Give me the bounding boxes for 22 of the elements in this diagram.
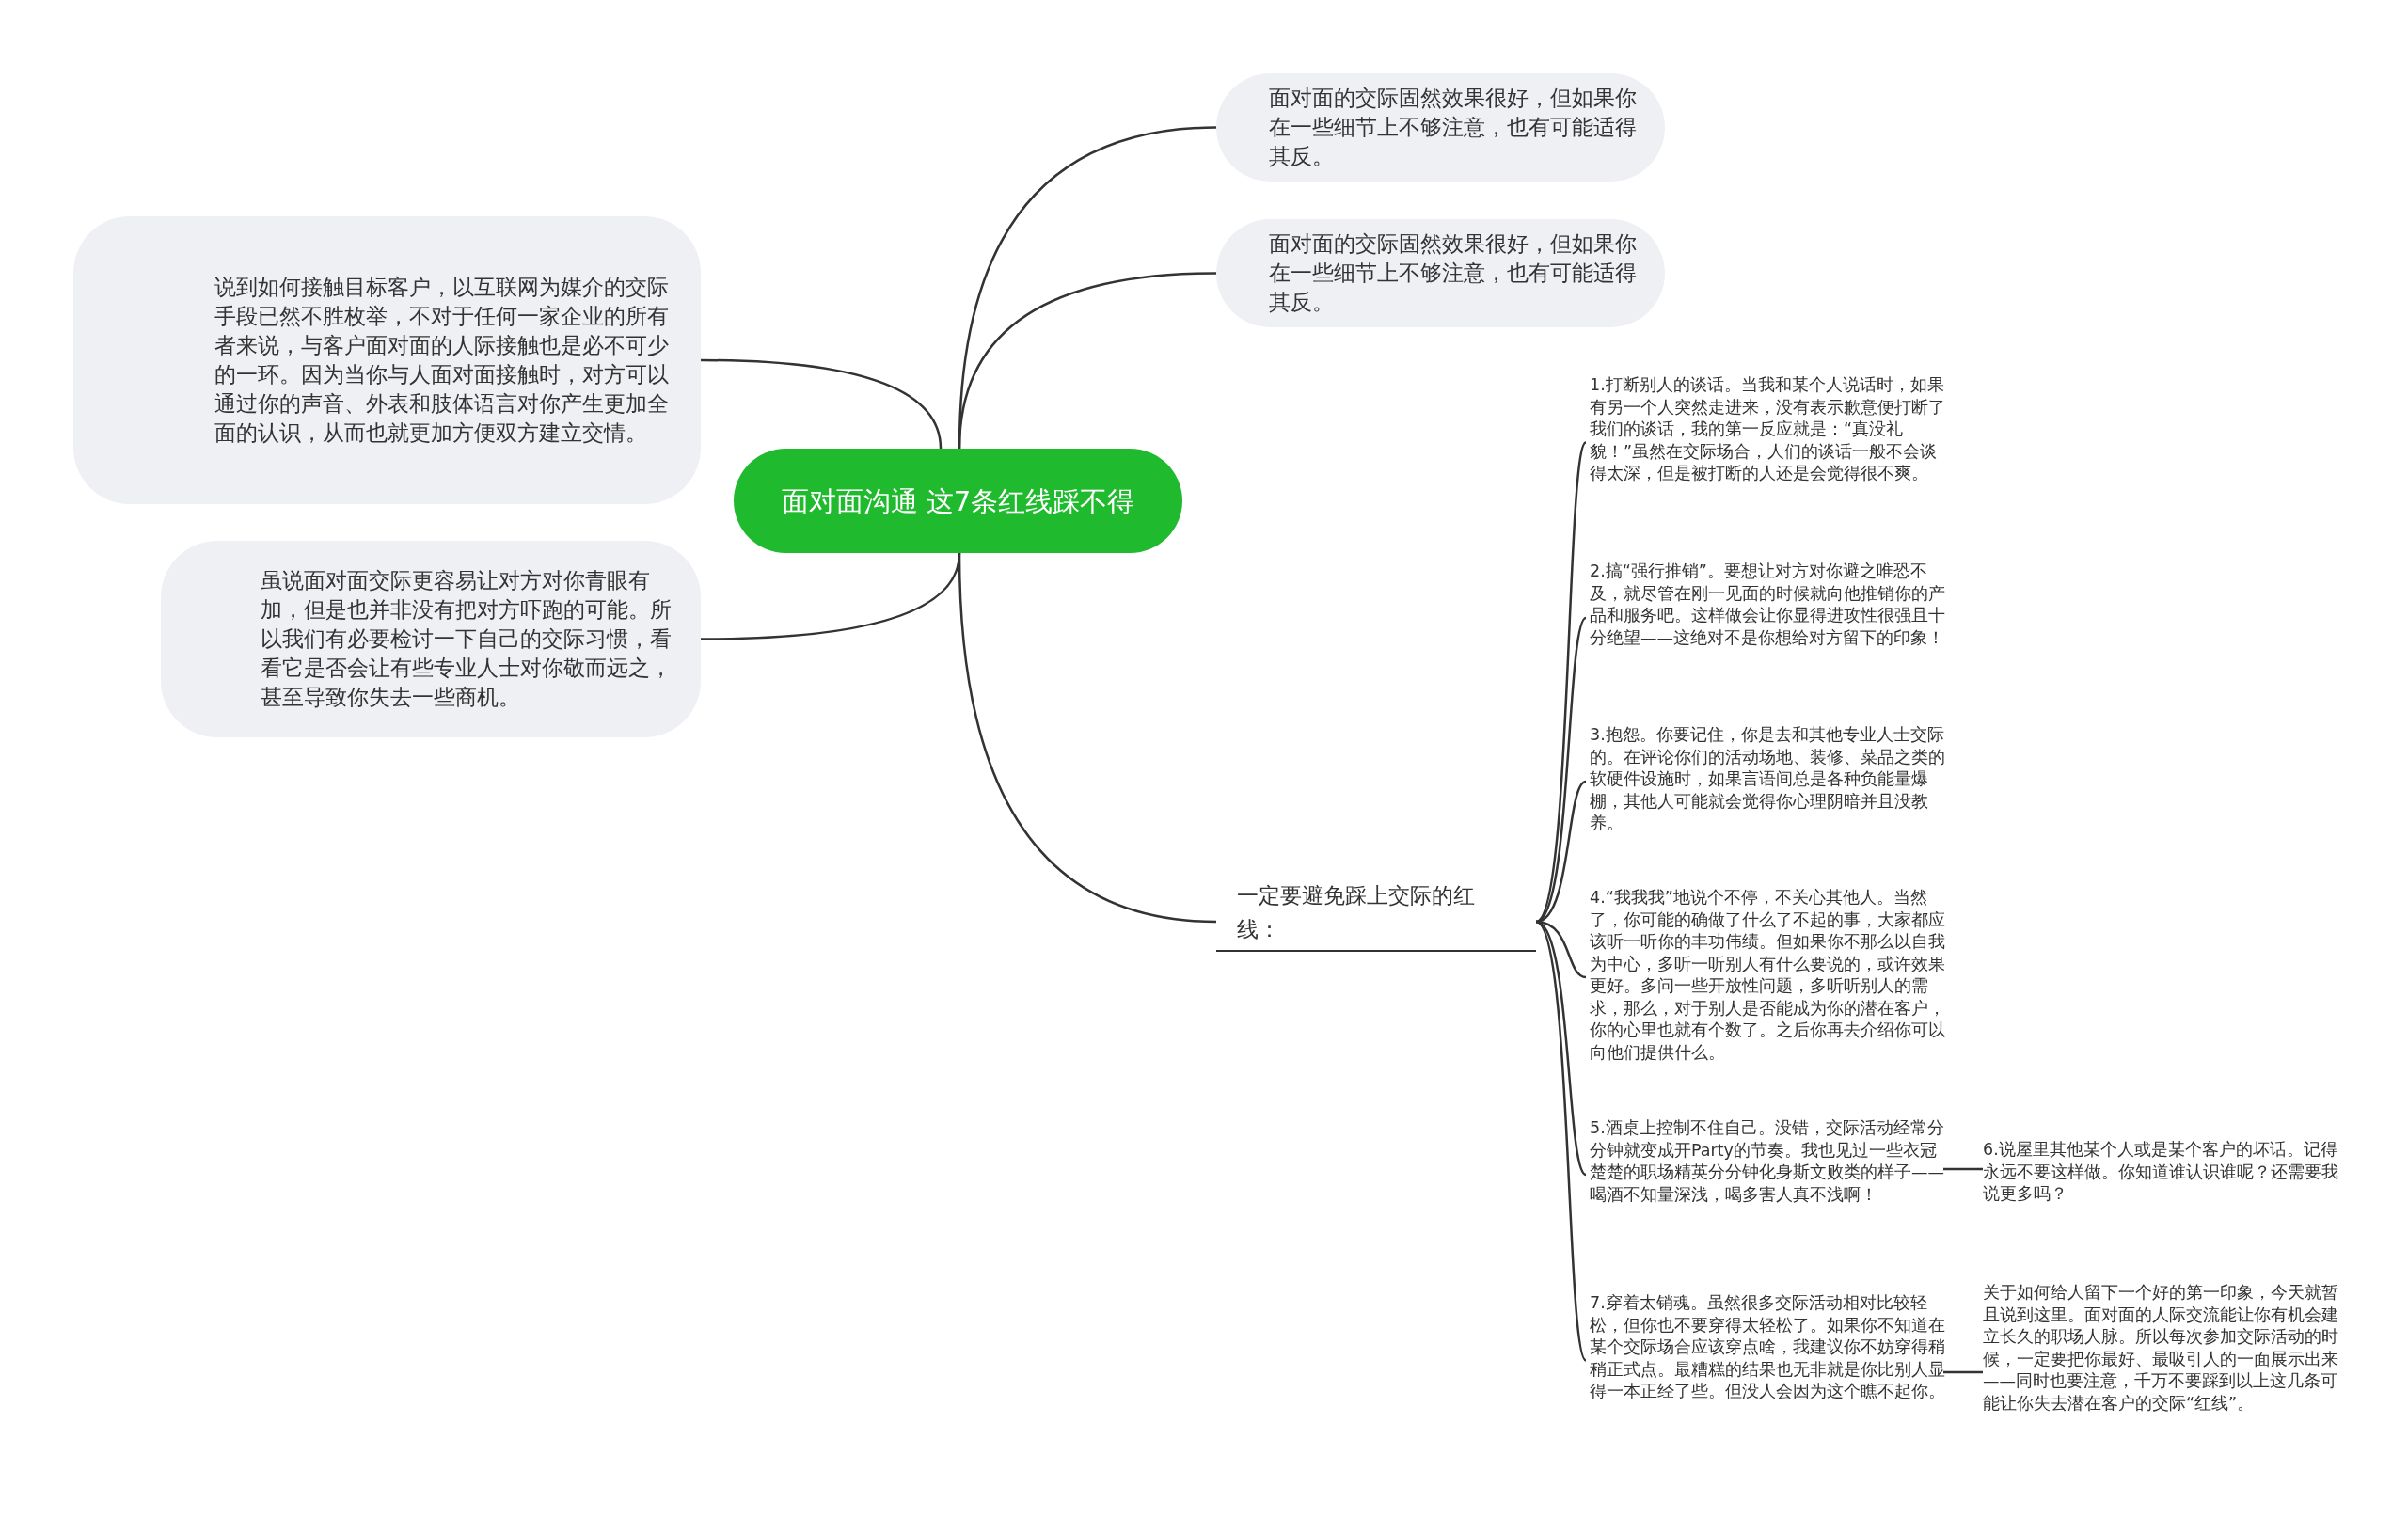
subtopic-text: 4.“我我我”地说个不停，不关心其他人。当然了，你可能的确做了什么了不起的事，大家都应该听一听你的丰功伟绩。但如果你不那么以自我为中心，多听一听别人有什么要说的，或许效果更好。多问一些开放性问题，多听听别人的需求，那么，对于别人是否能成为你的潜在客户，你的心里也就有个数了。之后你再去介绍你可以向他们提供什么。 [1590,887,1947,1067]
topic-bubble: 面对面的交际固然效果很好，但如果你在一些细节上不够注意，也有可能适得其反。 [1216,219,1665,327]
connector [700,358,943,450]
connector [1943,1370,1983,1374]
subtopic-text: 3.抱怨。你要记住，你是去和其他专业人士交际的。在评论你们的活动场地、装修、菜品之类的软硬件设施时，如果言语间总是各种负能量爆棚，其他人可能就会觉得你心理阴暗并且没教养。 [1590,724,1947,839]
subtopic-text: 5.酒桌上控制不住自己。没错，交际活动经常分分钟就变成开Party的节奏。我也见过一些衣冠楚楚的职场精英分分钟化身斯文败类的样子——喝酒不知量深浅，喝多害人真不浅啊！ [1590,1117,1947,1232]
subtopic-text: 2.搞“强行推销”。要想让对方对你避之唯恐不及，就尽管在刚一见面的时候就向他推销你的产品和服务吧。这样做会让你显得进攻性很强且十分绝望——这绝对不是你想给对方留下的印象！ [1590,561,1947,675]
subtopic-text: 7.穿着太销魂。虽然很多交际活动相对比较轻松，但你也不要穿得太轻松了。如果你不知道在某个交际场合应该穿点啥，我建议你不妨穿得稍稍正式点。最糟糕的结果也无非就是你比别人显得一本正经了些。但没人会因为这个瞧不起你。 [1590,1292,1947,1429]
topic-bubble: 说到如何接触目标客户，以互联网为媒介的交际手段已然不胜枚举，不对于任何一家企业的所有者来说，与客户面对面的人际接触也是必不可少的一环。因为当你与人面对面接触时，对方可以通过你的声音、外表和肢体语言对你产生更加全面的认识，从而也就更加方便双方建立交情。 [73,216,701,504]
topic-bubble: 面对面的交际固然效果很好，但如果你在一些细节上不够注意，也有可能适得其反。 [1216,73,1665,182]
connector [1535,780,1587,924]
connector [958,552,1217,924]
connector [1535,921,1588,1362]
branch-topic: 一定要避免踩上交际的红线： [1216,875,1536,952]
subtopic-text: 关于如何给人留下一个好的第一印象，今天就暂且说到这里。面对面的人际交流能让你有机会建立长久的职场人脉。所以每次参加交际活动的时候，一定要把你最好、最吸引人的一面展示出来——同时也要注意，千万不要踩到以上这几条可能让你失去潜在客户的交际“红线”。 [1983,1282,2340,1440]
connector [1535,441,1588,923]
subtopic-text: 6.说屋里其他某个人或是某个客户的坏话。记得永远不要这样做。你知道谁认识谁呢？还需要我说更多吗？ [1983,1139,2340,1210]
connector [1943,1167,1983,1171]
subtopic-text: 1.打断别人的谈话。当我和某个人说话时，如果有另一个人突然走进来，没有表示歉意便打断了我们的谈话，我的第一反应就是：“真没礼貌！”虽然在交际场合，人们的谈话一般不会谈得太深，但是被打断的人还是会觉得很不爽。 [1590,374,1947,511]
connector [958,272,1217,450]
topic-bubble: 虽说面对面交际更容易让对方对你青眼有加，但是也并非没有把对方吓跑的可能。所以我们有必要检讨一下自己的交际习惯，看看它是否会让有些专业人士对你敬而远之，甚至导致你失去一些商机。 [161,541,701,737]
central-topic: 面对面沟通 这7条红线踩不得 [734,449,1182,553]
